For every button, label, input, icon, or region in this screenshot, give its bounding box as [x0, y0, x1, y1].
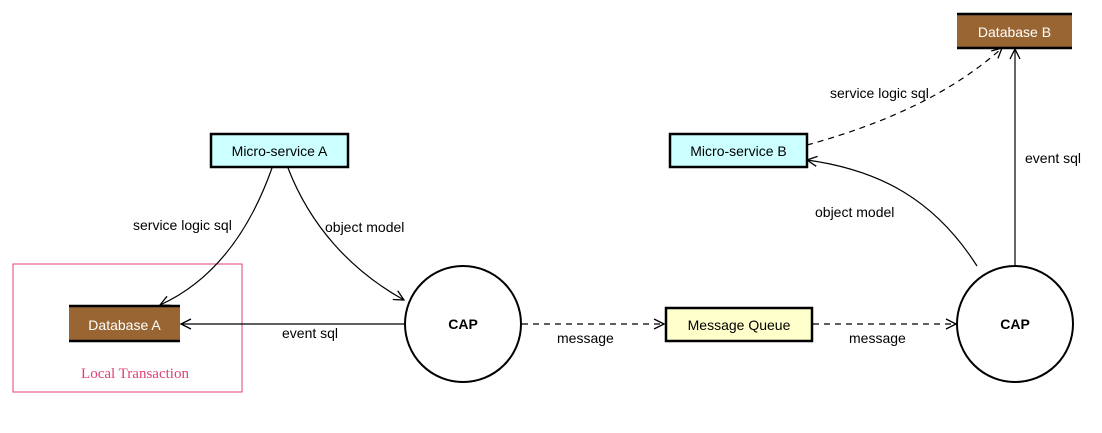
node-cap-right[interactable]: CAP [956, 265, 1074, 383]
edge-cap-to-svc-b [807, 160, 978, 267]
microservice-b-label: Micro-service B [690, 143, 786, 159]
node-database-a[interactable]: Database A [69, 304, 180, 343]
node-database-b[interactable]: Database B [957, 12, 1072, 50]
edge-svc-b-to-db-b [806, 48, 1002, 146]
edge-label-cap-to-db-b: event sql [1025, 150, 1081, 166]
cap-right-label: CAP [1000, 316, 1030, 332]
node-cap-left[interactable]: CAP [404, 265, 522, 383]
database-a-label: Database A [88, 317, 161, 333]
local-transaction-region [12, 263, 243, 393]
node-microservice-a[interactable]: Micro-service A [209, 132, 350, 169]
node-message-queue[interactable]: Message Queue [664, 306, 814, 343]
local-transaction-label: Local Transaction [81, 366, 189, 382]
edge-label-svc-b-to-db-b: service logic sql [830, 85, 929, 101]
node-microservice-b[interactable]: Micro-service B [668, 132, 809, 169]
edge-label-svc-a-to-db-a: service logic sql [133, 217, 232, 233]
edge-svc-a-to-db-a [160, 167, 273, 305]
edge-label-svc-a-to-cap: object model [325, 219, 404, 235]
edge-label-cap-to-db-a: event sql [282, 325, 338, 341]
microservice-a-label: Micro-service A [232, 143, 328, 159]
edge-svc-a-to-cap [287, 167, 404, 300]
edge-label-cap-to-mq: message [557, 330, 614, 346]
cap-left-label: CAP [448, 316, 478, 332]
edge-label-cap-to-svc-b: object model [815, 204, 894, 220]
message-queue-label: Message Queue [688, 317, 791, 333]
edge-label-mq-to-cap: message [849, 330, 906, 346]
database-b-label: Database B [978, 24, 1051, 40]
